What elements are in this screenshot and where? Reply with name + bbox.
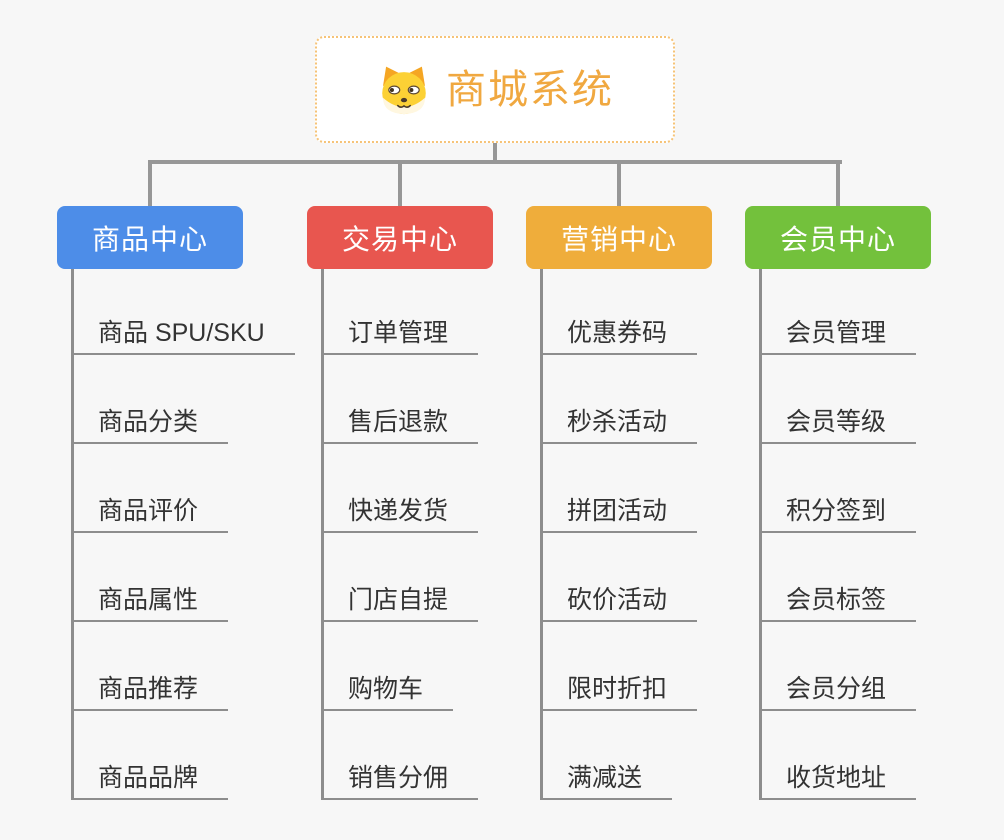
- trunk-horizontal-line: [148, 160, 842, 164]
- leaf-label: 会员等级: [786, 408, 887, 436]
- leaf-node[interactable]: 限时折扣: [540, 665, 698, 711]
- root-label: 商城系统: [446, 67, 614, 112]
- branch-spine-line: [321, 269, 324, 798]
- branch-node-3[interactable]: 营销中心: [526, 206, 712, 269]
- leaf-node[interactable]: 快递发货: [321, 487, 479, 533]
- leaf-node[interactable]: 收货地址: [759, 754, 917, 800]
- branch-label: 交易中心: [341, 223, 458, 255]
- branch-label: 会员中心: [779, 223, 896, 255]
- dog-icon: [376, 64, 432, 116]
- leaf-label: 商品分类: [98, 408, 199, 436]
- leaf-label: 满减送: [567, 764, 643, 792]
- branch-spine-line: [71, 269, 74, 798]
- leaf-node[interactable]: 购物车: [321, 665, 454, 711]
- leaf-node[interactable]: 满减送: [540, 754, 673, 800]
- leaf-label: 快递发货: [348, 497, 449, 525]
- leaf-node[interactable]: 会员等级: [759, 398, 917, 444]
- leaf-node[interactable]: 会员分组: [759, 665, 917, 711]
- leaf-node[interactable]: 商品 SPU/SKU: [71, 309, 295, 355]
- leaf-node[interactable]: 商品属性: [71, 576, 229, 622]
- leaf-node[interactable]: 秒杀活动: [540, 398, 698, 444]
- branch-node-4[interactable]: 会员中心: [745, 206, 931, 269]
- leaf-label: 收货地址: [786, 764, 887, 792]
- branch-label: 营销中心: [560, 223, 677, 255]
- leaf-label: 销售分佣: [348, 764, 449, 792]
- leaf-node[interactable]: 商品品牌: [71, 754, 229, 800]
- leaf-node[interactable]: 商品分类: [71, 398, 229, 444]
- leaf-node[interactable]: 商品推荐: [71, 665, 229, 711]
- branch-label: 商品中心: [91, 223, 208, 255]
- leaf-label: 砍价活动: [567, 586, 668, 614]
- leaf-label: 会员标签: [786, 586, 887, 614]
- trunk-stub-line: [493, 142, 497, 162]
- leaf-label: 限时折扣: [567, 675, 668, 703]
- leaf-node[interactable]: 会员管理: [759, 309, 917, 355]
- leaf-label: 订单管理: [348, 319, 449, 347]
- branch-drop-line: [617, 160, 621, 206]
- leaf-node[interactable]: 商品评价: [71, 487, 229, 533]
- leaf-label: 商品品牌: [98, 764, 199, 792]
- leaf-label: 商品推荐: [98, 675, 199, 703]
- leaf-node[interactable]: 订单管理: [321, 309, 479, 355]
- leaf-label: 商品评价: [98, 497, 199, 525]
- leaf-label: 拼团活动: [567, 497, 668, 525]
- leaf-node[interactable]: 售后退款: [321, 398, 479, 444]
- branch-drop-line: [398, 160, 402, 206]
- leaf-node[interactable]: 积分签到: [759, 487, 917, 533]
- leaf-label: 售后退款: [348, 408, 449, 436]
- leaf-label: 商品 SPU/SKU: [98, 319, 265, 347]
- leaf-label: 秒杀活动: [567, 408, 668, 436]
- leaf-node[interactable]: 会员标签: [759, 576, 917, 622]
- leaf-node[interactable]: 拼团活动: [540, 487, 698, 533]
- leaf-label: 会员分组: [786, 675, 887, 703]
- leaf-label: 会员管理: [786, 319, 887, 347]
- branch-spine-line: [759, 269, 762, 798]
- leaf-node[interactable]: 销售分佣: [321, 754, 479, 800]
- leaf-label: 购物车: [348, 675, 424, 703]
- branch-spine-line: [540, 269, 543, 798]
- leaf-node[interactable]: 门店自提: [321, 576, 479, 622]
- leaf-label: 商品属性: [98, 586, 199, 614]
- leaf-label: 积分签到: [786, 497, 887, 525]
- root-node-mall-system[interactable]: 商城系统: [315, 36, 675, 143]
- leaf-label: 门店自提: [348, 586, 449, 614]
- leaf-node[interactable]: 砍价活动: [540, 576, 698, 622]
- branch-drop-line: [836, 160, 840, 206]
- leaf-label: 优惠券码: [567, 319, 668, 347]
- branch-node-1[interactable]: 商品中心: [57, 206, 243, 269]
- branch-drop-line: [148, 160, 152, 206]
- leaf-node[interactable]: 优惠券码: [540, 309, 698, 355]
- branch-node-2[interactable]: 交易中心: [307, 206, 493, 269]
